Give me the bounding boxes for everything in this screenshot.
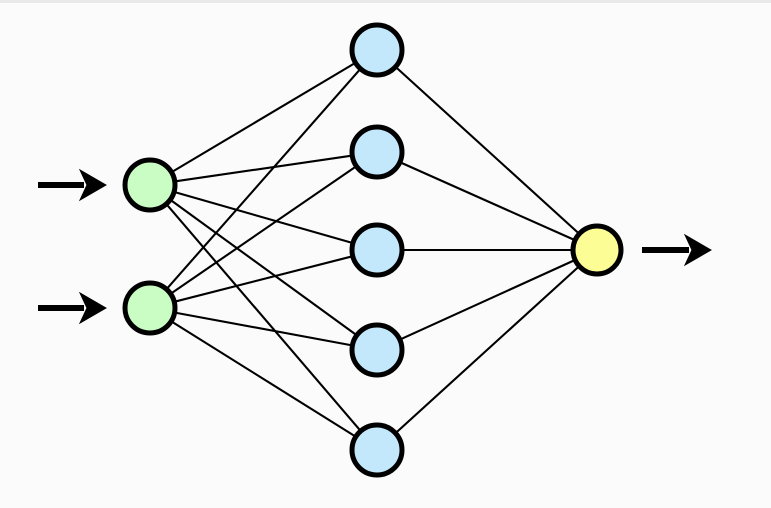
edge-h1-o1: [394, 65, 581, 236]
hidden-node-3[interactable]: [349, 222, 405, 278]
io-arrows-group: [38, 168, 713, 325]
hidden-node-4[interactable]: [349, 322, 405, 378]
edge-i1-h3: [172, 190, 355, 245]
edge-i1-h1: [170, 61, 357, 174]
edge-i2-h3: [172, 254, 355, 304]
edge-i1-h5: [164, 202, 363, 433]
input-node-1[interactable]: [122, 157, 178, 213]
edge-h2-o1: [398, 160, 577, 242]
hidden-node-5[interactable]: [349, 422, 405, 478]
edge-h4-o1: [398, 258, 577, 342]
edge-i2-h4: [173, 311, 354, 347]
input-node-2[interactable]: [122, 280, 178, 336]
input-arrow-1-head-icon: [78, 168, 108, 202]
edge-h5-o1: [394, 264, 581, 435]
input-arrow-1: [38, 168, 108, 202]
input-arrow-2-head-icon: [78, 291, 108, 325]
output-arrow-1: [642, 233, 713, 267]
hidden-node-2[interactable]: [349, 124, 405, 180]
output-node-1[interactable]: [570, 223, 624, 277]
hidden-node-1[interactable]: [349, 22, 405, 78]
edge-i2-h5: [169, 319, 358, 439]
nodes-group: [122, 22, 624, 478]
edge-i1-h2: [173, 154, 354, 183]
edges-group: [164, 61, 581, 439]
edge-i1-h4: [168, 198, 359, 337]
output-arrow-1-head-icon: [683, 233, 713, 267]
edge-i2-h1: [165, 67, 362, 291]
top-edge-strip: [0, 0, 771, 3]
input-arrow-2: [38, 291, 108, 325]
edge-i2-h2: [169, 164, 358, 296]
